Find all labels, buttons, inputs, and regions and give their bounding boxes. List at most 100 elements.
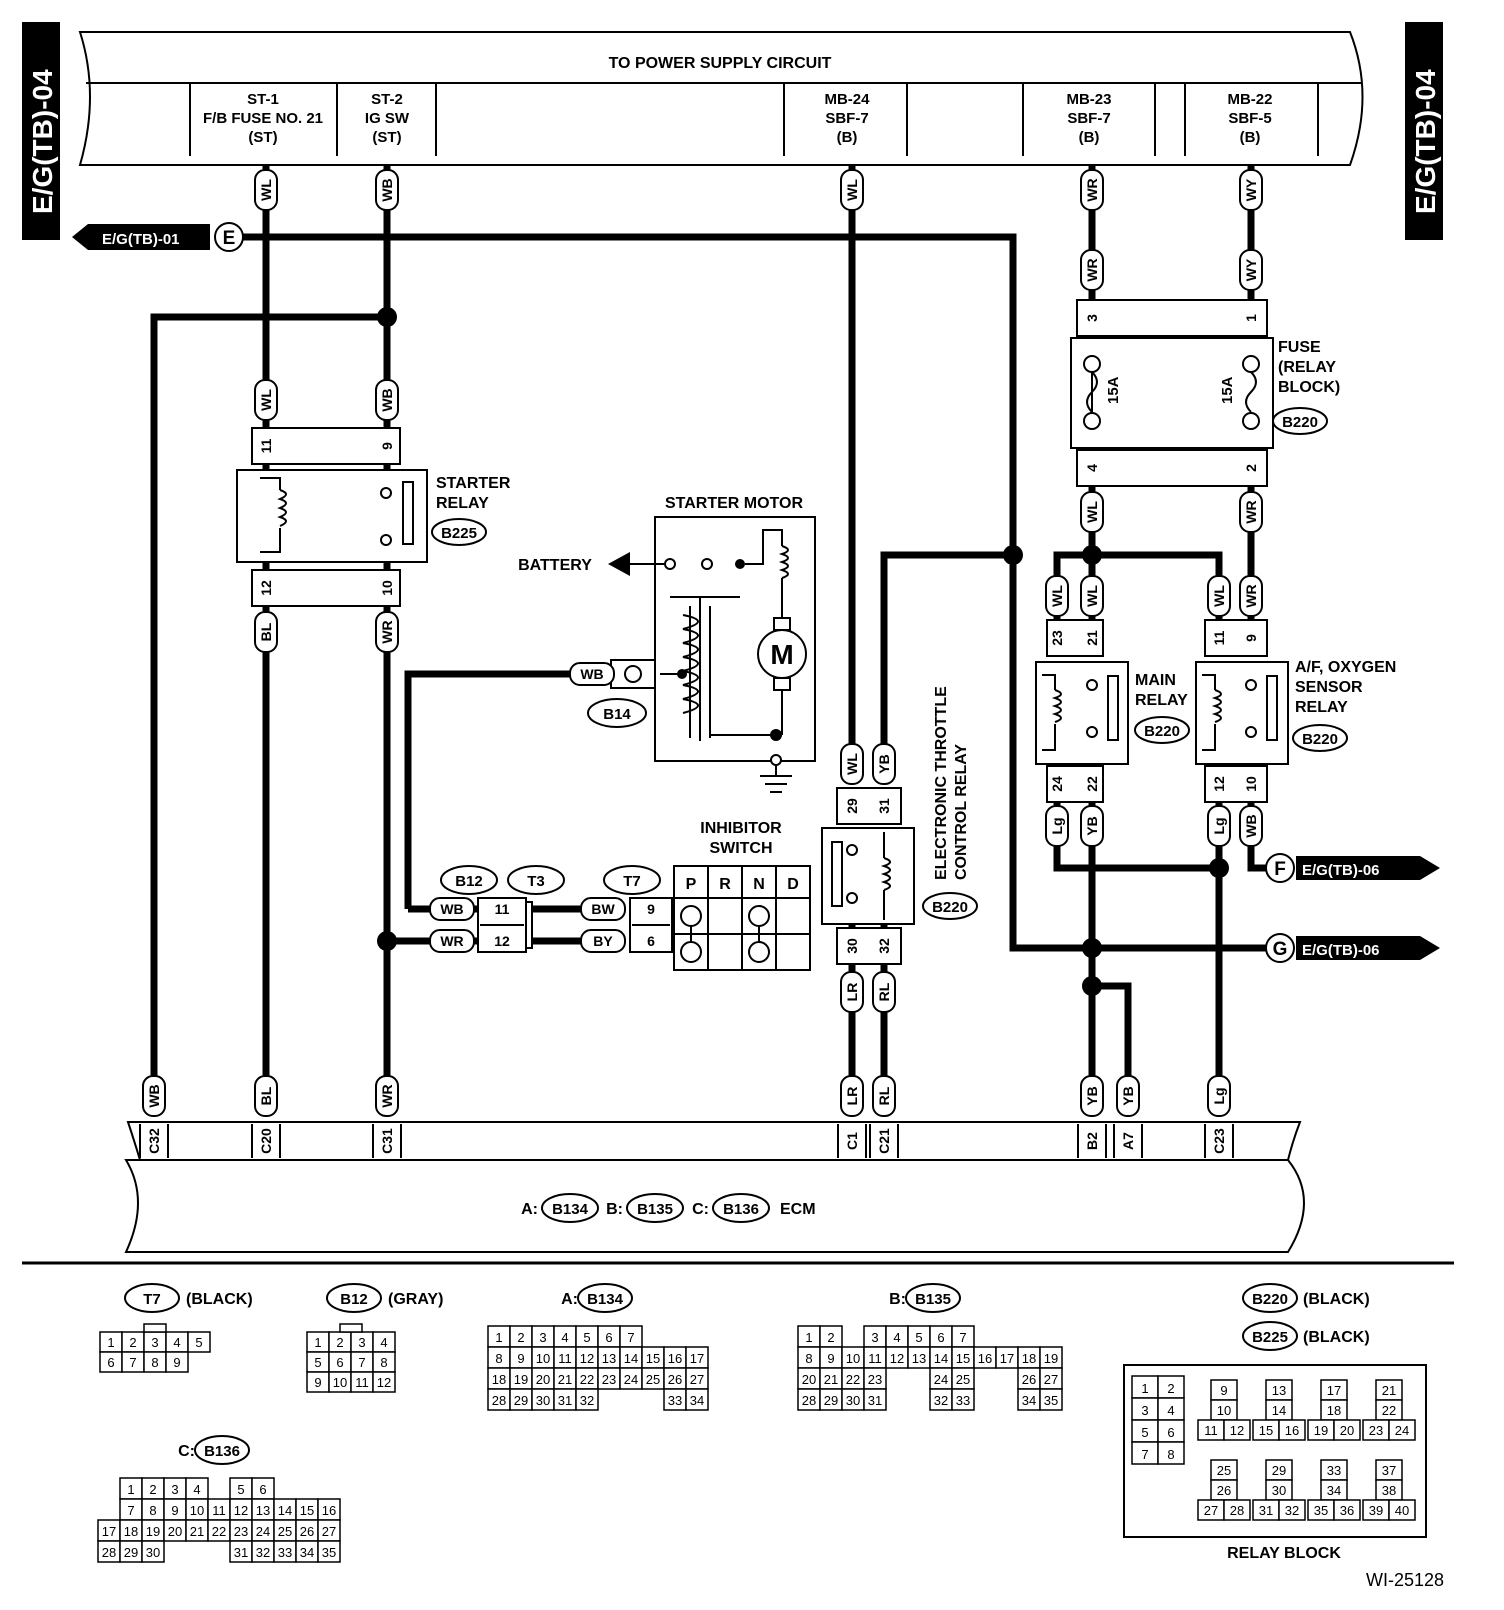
svg-text:9: 9: [827, 1351, 834, 1366]
wire-tag-top: WR: [1080, 169, 1104, 211]
wire-tag-b12: WR: [429, 929, 475, 953]
svg-text:WL: WL: [1049, 585, 1065, 607]
svg-text:7: 7: [358, 1355, 365, 1370]
svg-text:B220: B220: [1282, 414, 1318, 431]
svg-text:WY: WY: [1243, 178, 1259, 201]
svg-text:YB: YB: [1084, 1086, 1100, 1105]
svg-text:25: 25: [956, 1372, 970, 1387]
pin-number: 9: [379, 442, 395, 450]
svg-text:15: 15: [300, 1503, 314, 1518]
svg-text:6: 6: [107, 1355, 114, 1370]
wire-tag-top: WB: [375, 169, 399, 211]
ref-f[interactable]: F E/G(TB)-06: [1265, 853, 1440, 883]
svg-text:30: 30: [146, 1545, 160, 1560]
wire-tag-t7: BW: [580, 897, 626, 921]
wire-tag-fuse-in: WR: [1080, 249, 1104, 291]
svg-text:31: 31: [1259, 1503, 1273, 1518]
svg-text:(BLACK): (BLACK): [1303, 1291, 1370, 1308]
side-tab-left: E/G(TB)-04: [27, 69, 58, 214]
svg-text:WB: WB: [379, 388, 395, 411]
wire-tag-etc-relay-in: WL: [840, 743, 864, 785]
pin-number: 12: [1211, 776, 1227, 792]
svg-text:20: 20: [536, 1372, 550, 1387]
wire-tag-etc-relay-in: YB: [872, 743, 896, 785]
svg-text:E: E: [223, 228, 236, 249]
svg-text:YB: YB: [876, 754, 892, 773]
svg-text:B134: B134: [587, 1291, 624, 1308]
svg-text:YB: YB: [1120, 1086, 1136, 1105]
wire-tag-ecm: WB: [142, 1075, 166, 1117]
svg-text:14: 14: [278, 1503, 292, 1518]
svg-text:YB: YB: [1084, 816, 1100, 835]
svg-text:28: 28: [1230, 1503, 1244, 1518]
svg-text:13: 13: [256, 1503, 270, 1518]
svg-text:7: 7: [959, 1330, 966, 1345]
svg-text:28: 28: [102, 1545, 116, 1560]
svg-text:A/F, OXYGEN: A/F, OXYGEN: [1295, 659, 1396, 676]
svg-text:10: 10: [190, 1503, 204, 1518]
svg-text:RL: RL: [876, 982, 892, 1001]
svg-text:14: 14: [1272, 1403, 1286, 1418]
svg-text:20: 20: [168, 1524, 182, 1539]
pin-number: 21: [1084, 630, 1100, 646]
fuse-relay-block: 15A 15A FUSE (RELAY BLOCK) B220: [1070, 299, 1340, 487]
svg-text:9: 9: [517, 1351, 524, 1366]
svg-text:18: 18: [1327, 1403, 1341, 1418]
svg-text:32: 32: [256, 1545, 270, 1560]
svg-text:1: 1: [805, 1330, 812, 1345]
pin-number: 10: [379, 580, 395, 596]
wire-tag-etc-relay-out: LR: [840, 971, 864, 1013]
wire-tag-starter-relay-out: BL: [254, 611, 278, 653]
svg-text:6: 6: [605, 1330, 612, 1345]
svg-text:24: 24: [1395, 1423, 1409, 1438]
wire-tag-main-relay-out: YB: [1080, 805, 1104, 847]
pin-number: C20: [258, 1128, 274, 1154]
svg-text:B:: B:: [606, 1201, 623, 1218]
pin-number: 3: [1084, 314, 1100, 322]
svg-text:26: 26: [1217, 1483, 1231, 1498]
svg-text:RL: RL: [876, 1086, 892, 1105]
svg-text:BL: BL: [258, 622, 274, 641]
svg-text:7: 7: [127, 1503, 134, 1518]
svg-text:17: 17: [102, 1524, 116, 1539]
svg-text:27: 27: [1044, 1372, 1058, 1387]
svg-text:12: 12: [580, 1351, 594, 1366]
svg-text:27: 27: [690, 1372, 704, 1387]
svg-text:14: 14: [624, 1351, 638, 1366]
svg-text:WY: WY: [1243, 258, 1259, 281]
svg-text:32: 32: [580, 1393, 594, 1408]
svg-text:2: 2: [827, 1330, 834, 1345]
svg-text:B220: B220: [1252, 1291, 1288, 1308]
ref-g[interactable]: G E/G(TB)-06: [1265, 933, 1440, 963]
svg-text:29: 29: [824, 1393, 838, 1408]
ref-e[interactable]: E/G(TB)-01 E: [72, 222, 244, 252]
svg-text:LR: LR: [844, 1087, 860, 1106]
svg-text:5: 5: [1141, 1425, 1148, 1440]
svg-text:5: 5: [195, 1335, 202, 1350]
svg-text:4: 4: [1167, 1403, 1174, 1418]
wire-tag-af-relay-in: WR: [1239, 575, 1263, 617]
svg-text:T7: T7: [623, 873, 641, 890]
svg-text:F: F: [1274, 859, 1286, 880]
wire-tag-ecm: YB: [1116, 1075, 1140, 1117]
svg-text:23: 23: [1369, 1423, 1383, 1438]
relay-pin-grid: 910: [1210, 1379, 1238, 1421]
svg-text:RELAY: RELAY: [436, 495, 489, 512]
svg-text:38: 38: [1382, 1483, 1396, 1498]
svg-text:30: 30: [1272, 1483, 1286, 1498]
svg-text:40: 40: [1395, 1503, 1409, 1518]
svg-text:34: 34: [1022, 1393, 1036, 1408]
wire-tag-b12: WB: [429, 897, 475, 921]
svg-text:10: 10: [846, 1351, 860, 1366]
svg-text:35: 35: [1044, 1393, 1058, 1408]
